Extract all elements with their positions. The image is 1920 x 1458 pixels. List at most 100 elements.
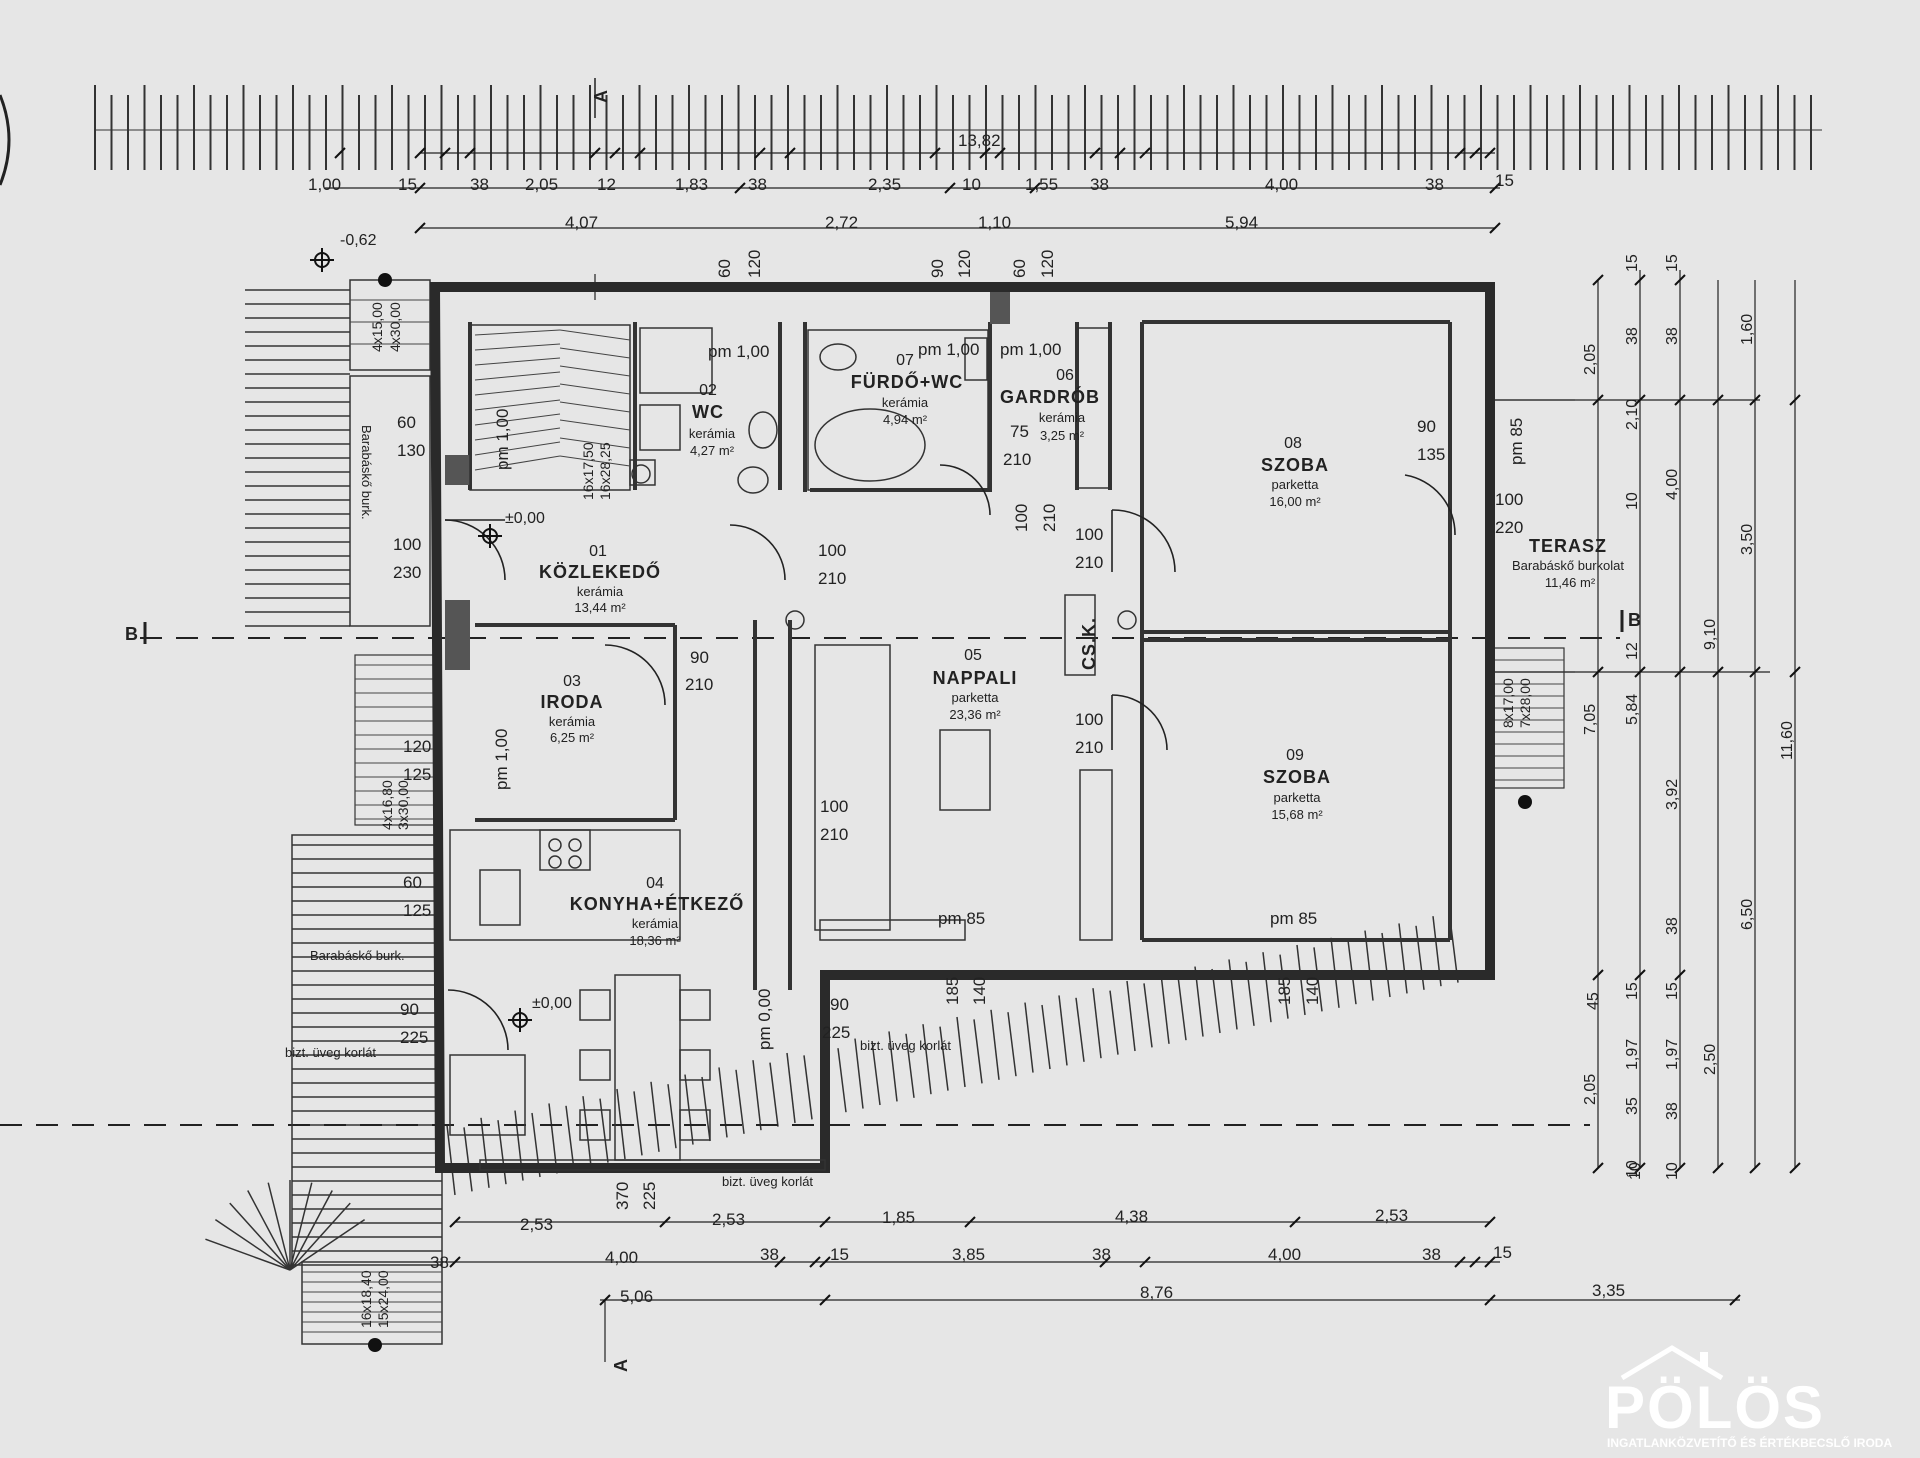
dim-right: 38 xyxy=(1664,917,1681,935)
sill-height: pm 85 xyxy=(938,909,985,928)
hatch-line xyxy=(1160,973,1170,1044)
hatch-line xyxy=(548,1103,558,1174)
dim-right: 2,50 xyxy=(1702,1044,1719,1075)
dim-top: 10 xyxy=(962,175,981,194)
room-name: GARDRÓB xyxy=(1000,386,1100,407)
terrace-name: TERASZ xyxy=(1529,536,1607,556)
sill-height: pm 1,00 xyxy=(493,409,512,470)
hatch-line xyxy=(1262,952,1272,1023)
hatch-line xyxy=(1289,1216,1301,1228)
hatch-line xyxy=(1712,1162,1724,1174)
room-name: NAPPALI xyxy=(933,668,1018,688)
dim-top: 38 xyxy=(1425,175,1444,194)
right-dimension-lines xyxy=(1575,270,1796,1168)
dim-right: 35 xyxy=(1624,1097,1641,1115)
sill-height: pm 1,00 xyxy=(492,729,511,790)
hatch-line xyxy=(1489,182,1501,194)
hatch-line xyxy=(1029,182,1041,194)
hatch-line xyxy=(464,147,476,159)
dim-right: 1,97 xyxy=(1664,1039,1681,1070)
room-number: 08 xyxy=(1284,435,1302,452)
hatch-line xyxy=(1484,1216,1496,1228)
hatch-line xyxy=(267,1182,291,1271)
sill-texts: pm 1,00 pm 1,00 pm 1,00 pm 1,00 pm 1,00 … xyxy=(492,340,1526,1050)
hatch-line xyxy=(474,343,561,351)
hatch-line xyxy=(247,1190,291,1271)
hatch-line xyxy=(474,329,561,336)
dim-right: 45 xyxy=(1585,992,1602,1010)
sill-height: pm 85 xyxy=(1270,909,1317,928)
room-name: IRODA xyxy=(541,692,604,712)
dim-top: 4,00 xyxy=(1265,175,1298,194)
hatch-line xyxy=(414,182,426,194)
hatch-line xyxy=(754,147,766,159)
opening-h: 140 xyxy=(1303,977,1322,1005)
opening-h: 210 xyxy=(820,825,848,844)
hatch-line xyxy=(1469,147,1481,159)
hatch-line xyxy=(1484,1256,1496,1268)
hatch-line xyxy=(774,1256,786,1268)
opening-w: 100 xyxy=(820,797,848,816)
hatch-line xyxy=(474,413,561,426)
dim-bottom: 38 xyxy=(760,1245,779,1264)
room-area: 4,94 m² xyxy=(883,412,928,427)
dim-top: 38 xyxy=(748,175,767,194)
hatch-line xyxy=(964,1216,976,1228)
hatch-line xyxy=(1674,666,1686,678)
hatch-line xyxy=(803,1055,813,1120)
room-name: SZOBA xyxy=(1263,767,1331,787)
opening-w: 100 xyxy=(818,541,846,560)
opening-w: 60 xyxy=(403,873,422,892)
dim-right: 3,92 xyxy=(1664,779,1681,810)
dim-right: 3,50 xyxy=(1739,524,1756,555)
hatch-line xyxy=(1099,1256,1111,1268)
dim-top: 2,05 xyxy=(525,175,558,194)
dim-bottom: 2,53 xyxy=(712,1210,745,1229)
entry-wall-chunk xyxy=(445,455,470,485)
hatch-line xyxy=(1109,990,1119,1055)
dim-top: 15 xyxy=(1495,171,1514,190)
hatch-line xyxy=(414,222,426,234)
dim-right: 15 xyxy=(1664,982,1681,1000)
hatch-line xyxy=(819,1216,831,1228)
dim-right: 1,97 xyxy=(1624,1039,1641,1070)
room-09-label: 09 SZOBA parketta 15,68 m² xyxy=(1263,747,1331,822)
hatch-line xyxy=(633,1091,643,1156)
top-dimension-lines xyxy=(325,78,1500,300)
dim-top: 5,94 xyxy=(1225,213,1258,232)
terrace-label: TERASZ Barabáskő burkolat 11,46 m² xyxy=(1512,536,1624,590)
hatch-line xyxy=(289,1202,351,1271)
dim-bottom: 1,85 xyxy=(882,1208,915,1227)
hatch-line xyxy=(1484,1294,1496,1306)
hatch-line xyxy=(819,1294,831,1306)
dim-top: 15 xyxy=(398,175,417,194)
hatch-line xyxy=(214,1219,291,1271)
hatch-line xyxy=(1454,147,1466,159)
left-walkway xyxy=(349,375,431,627)
left-stair-steps xyxy=(355,664,435,820)
room-08-label: 08 SZOBA parketta 16,00 m² xyxy=(1261,435,1328,509)
hatch-line xyxy=(1041,1004,1051,1070)
room-06-label: 06 GARDRÓB kerámia 3,25 m² xyxy=(1000,367,1100,443)
hatch-line xyxy=(634,147,646,159)
hatch-line xyxy=(1674,969,1686,981)
dim-top: 38 xyxy=(1090,175,1109,194)
opening-h: 220 xyxy=(1495,518,1523,537)
hatch-line xyxy=(905,1033,915,1098)
hatch-line xyxy=(1789,1162,1801,1174)
dim-top: 1,10 xyxy=(978,213,1011,232)
misc-notes: -0,62 ±0,00 ±0,00 Barabáskő burk. Barabá… xyxy=(125,89,1641,1372)
opening-h: 225 xyxy=(400,1028,428,1047)
hatch-line xyxy=(474,441,561,456)
sill-height: pm 1,00 xyxy=(708,342,769,361)
dim-bottom: 2,53 xyxy=(1375,1206,1408,1225)
interior-stair xyxy=(474,329,631,471)
dim-right: 12 xyxy=(1624,642,1641,660)
sill-height: pm 1,00 xyxy=(1000,340,1061,359)
room-03-label: 03 IRODA kerámia 6,25 m² xyxy=(541,673,604,745)
dim-top: 2,72 xyxy=(825,213,858,232)
stair-note: 4x16,80 xyxy=(379,780,395,830)
hatch-line xyxy=(1469,1256,1481,1268)
dim-right: 10 xyxy=(1627,1162,1644,1180)
sill-height: pm 0,00 xyxy=(755,989,774,1050)
